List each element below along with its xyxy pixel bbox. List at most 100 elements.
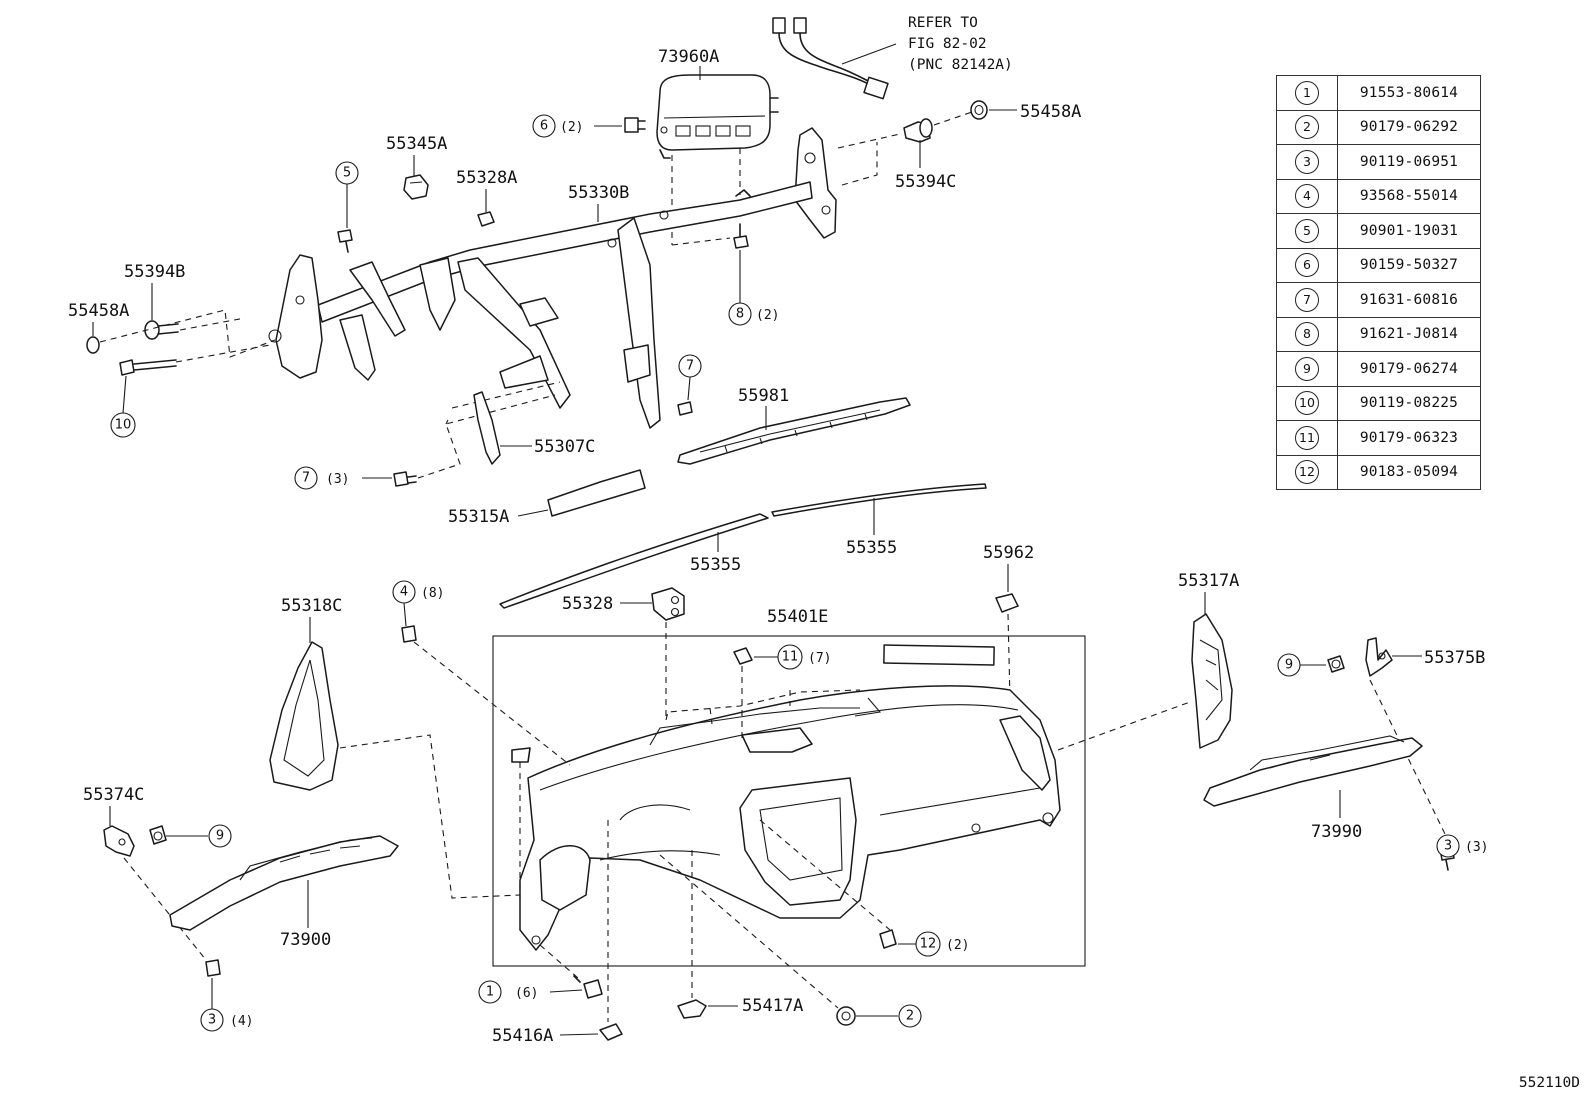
molding-55355[interactable] bbox=[499, 483, 987, 609]
bracket-55345A[interactable] bbox=[403, 174, 429, 200]
label-55375B: 55375B bbox=[1424, 648, 1485, 668]
fastener-ref-number: 11 bbox=[1295, 425, 1319, 450]
svg-text:6: 6 bbox=[540, 119, 548, 134]
bolt-7-center[interactable] bbox=[677, 401, 693, 416]
right-end-bracket[interactable] bbox=[794, 127, 837, 239]
nut-6[interactable] bbox=[624, 117, 646, 133]
svg-text:9: 9 bbox=[216, 829, 224, 844]
fastener-ref-number: 3 bbox=[1295, 149, 1319, 174]
label-55417A: 55417A bbox=[742, 996, 803, 1016]
callout-8: 8 (2) bbox=[728, 250, 779, 326]
glove-box-73990[interactable] bbox=[1203, 735, 1423, 807]
svg-text:7: 7 bbox=[686, 359, 694, 374]
reference-note: REFER TO FIG 82-02 (PNC 82142A) bbox=[908, 15, 1013, 73]
fastener-ref-number: 2 bbox=[1295, 115, 1319, 140]
lower-panel-73900[interactable] bbox=[169, 835, 399, 931]
label-55328A: 55328A bbox=[456, 168, 517, 188]
bolt-8[interactable] bbox=[733, 223, 749, 249]
side-panel-55317A[interactable] bbox=[1191, 613, 1233, 749]
nut-2[interactable] bbox=[836, 1006, 856, 1026]
svg-text:8: 8 bbox=[736, 307, 744, 322]
nut-55458A-right[interactable] bbox=[970, 100, 988, 120]
passenger-airbag[interactable] bbox=[656, 74, 779, 159]
clip-55328A[interactable] bbox=[477, 211, 495, 227]
bolt-10[interactable] bbox=[119, 359, 177, 376]
svg-text:(6): (6) bbox=[515, 986, 538, 1001]
callout-3-right: 3 (3) bbox=[1436, 834, 1488, 858]
fastener-part-number: 90119-08225 bbox=[1337, 385, 1481, 421]
callout-9-left: 9 bbox=[166, 824, 232, 848]
label-55981: 55981 bbox=[738, 386, 789, 406]
nut-55458A-left[interactable] bbox=[86, 336, 100, 354]
clip-11[interactable] bbox=[733, 647, 753, 665]
svg-text:3: 3 bbox=[208, 1013, 216, 1028]
screw-1[interactable] bbox=[573, 975, 603, 999]
bolt-55394C[interactable] bbox=[903, 118, 933, 143]
side-panel-55318C[interactable] bbox=[269, 641, 339, 791]
fastener-row[interactable]: 2 90179-06292 bbox=[1276, 109, 1481, 145]
fastener-ref-number: 4 bbox=[1295, 184, 1319, 209]
callout-2: 2 bbox=[856, 1004, 922, 1028]
svg-text:1: 1 bbox=[486, 985, 494, 1000]
dashboard-reinforcement[interactable] bbox=[268, 181, 813, 429]
instrument-panel-55401E[interactable] bbox=[511, 644, 1061, 951]
nut-9-left[interactable] bbox=[149, 825, 167, 845]
bolt-55394B[interactable] bbox=[144, 320, 179, 340]
fastener-part-number: 90159-50327 bbox=[1337, 247, 1481, 283]
svg-text:9: 9 bbox=[1285, 658, 1293, 673]
label-55394B: 55394B bbox=[124, 262, 185, 282]
svg-text:(2): (2) bbox=[560, 120, 583, 135]
label-55355-a: 55355 bbox=[690, 555, 741, 575]
fastener-ref-number: 8 bbox=[1295, 322, 1319, 347]
svg-text:10: 10 bbox=[115, 418, 132, 433]
callout-4: 4 (8) bbox=[392, 580, 444, 627]
defroster-nozzle-55981[interactable] bbox=[677, 397, 911, 465]
callout-6: 6 (2) bbox=[532, 114, 622, 138]
bolt-5[interactable] bbox=[337, 229, 353, 253]
label-55330B: 55330B bbox=[568, 183, 629, 203]
bolt-7-left[interactable] bbox=[393, 471, 417, 487]
wire-harness[interactable] bbox=[772, 17, 897, 100]
fastener-ref-number: 7 bbox=[1295, 287, 1319, 312]
pad-55315A[interactable] bbox=[547, 469, 646, 517]
fastener-ref-number: 9 bbox=[1295, 356, 1319, 381]
bolt-4[interactable] bbox=[401, 625, 417, 643]
fastener-ref-number: 6 bbox=[1295, 253, 1319, 278]
label-55318C: 55318C bbox=[281, 596, 342, 616]
clip-12[interactable] bbox=[879, 929, 897, 949]
bracket-55375B[interactable] bbox=[1365, 637, 1393, 677]
nut-9-right[interactable] bbox=[1327, 655, 1345, 673]
clip-55416A[interactable] bbox=[599, 1023, 623, 1041]
callout-5: 5 bbox=[335, 161, 359, 228]
callout-1: 1 (6) bbox=[478, 980, 583, 1004]
fastener-ref-number: 1 bbox=[1295, 80, 1319, 105]
brace-55307C[interactable] bbox=[473, 391, 501, 465]
fastener-part-number: 90179-06292 bbox=[1337, 109, 1481, 145]
bolt-3-left[interactable] bbox=[205, 959, 221, 977]
fastener-row[interactable]: 6 90159-50327 bbox=[1276, 247, 1481, 283]
label-73960A: 73960A bbox=[658, 47, 719, 67]
bracket-55374C[interactable] bbox=[103, 825, 135, 857]
label-55458A-left: 55458A bbox=[68, 301, 129, 321]
callout-10: 10 bbox=[110, 375, 136, 438]
label-55317A: 55317A bbox=[1178, 571, 1239, 591]
retainer-55328[interactable] bbox=[651, 587, 685, 621]
label-55307C: 55307C bbox=[534, 437, 595, 457]
fastener-ref-number: 12 bbox=[1295, 460, 1319, 485]
svg-text:(7): (7) bbox=[808, 651, 831, 666]
clip-55417A[interactable] bbox=[677, 999, 707, 1019]
svg-text:(PNC 82142A): (PNC 82142A) bbox=[908, 57, 1013, 73]
clip-55962[interactable] bbox=[995, 593, 1019, 613]
